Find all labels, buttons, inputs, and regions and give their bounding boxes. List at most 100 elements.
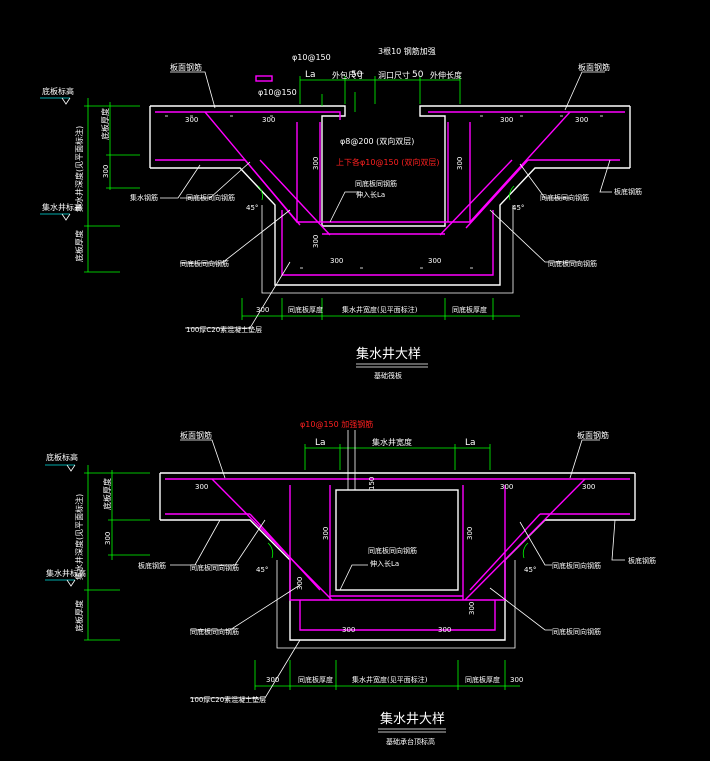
lower-300-a: 300	[195, 483, 208, 491]
lower-same-r2: 同底板同向钢筋	[552, 627, 601, 636]
lower-slab-bottom	[160, 519, 635, 641]
lower-vert-c: 底板厚度	[74, 600, 84, 632]
upper-leader-top-l	[170, 71, 216, 109]
upper-subtitle: 基础筏板	[374, 371, 402, 380]
lower-angle-arc-l	[267, 542, 274, 559]
upper-rebar-diag-r1	[469, 111, 571, 223]
upper-vert-b: 集水井深度(见平面标注)	[74, 126, 84, 212]
upper-leader-right-bot	[599, 159, 612, 193]
upper-label-bottom-l: 集水钢筋	[130, 193, 158, 202]
upper-top-bar-left: 板面钢筋	[170, 62, 202, 72]
upper-300-a: 300	[185, 116, 198, 124]
upper-rebar-diag-l2	[244, 159, 301, 226]
lower-pit-box	[335, 489, 459, 591]
upper-rebar-diag-r3	[439, 159, 513, 236]
upper-leader-top-r	[564, 71, 605, 111]
lower-leader-top-r	[569, 439, 600, 479]
upper-dim-b2: 同底板厚度	[288, 305, 323, 314]
lower-leader-top-l	[180, 439, 226, 479]
upper-300-d: 300	[575, 116, 588, 124]
upper-leader-anchor	[329, 191, 360, 223]
lower-vert-a: 底板厚度	[102, 478, 112, 510]
upper-elev-mark1	[61, 97, 71, 105]
upper-top-bar-right: 板面钢筋	[578, 62, 610, 72]
upper-cushion-label: 100厚C20素混凝土垫层	[186, 325, 262, 334]
lower-same-r: 同底板同向钢筋	[552, 561, 601, 570]
lower-300-v: 300	[104, 532, 112, 545]
upper-rebar-top	[155, 111, 341, 120]
lower-la-left: La	[315, 438, 326, 448]
lower-300-f: 300	[296, 577, 304, 590]
upper-leader-same-l	[180, 161, 251, 199]
upper-vert-c: 底板厚度	[74, 230, 84, 262]
lower-angle-l: 45°	[256, 566, 268, 574]
upper-cushion	[261, 205, 514, 294]
lower-la-right: La	[465, 438, 476, 448]
upper-dim-50a: 50	[351, 70, 363, 80]
upper-leader-base	[180, 209, 291, 264]
lower-leader-anchor	[339, 564, 368, 591]
lower-300-h: 300	[342, 626, 355, 634]
lower-angle-arc-r	[522, 542, 529, 559]
lower-300-e: 300	[466, 527, 474, 540]
lower-leader-cushion	[190, 639, 301, 699]
upper-leader-bot-r	[519, 163, 570, 199]
lower-same-l: 同底板同向钢筋	[190, 627, 239, 636]
lower-leader-bot-r	[519, 521, 552, 566]
upper-note-ext: 外伸长度	[430, 70, 462, 80]
upper-same-r: 同底板同向钢筋	[540, 193, 589, 202]
upper-pit-top-label: 3根10 钢筋加强	[378, 46, 436, 56]
lower-dim-b4: 同底板厚度	[465, 675, 500, 684]
lower-leader-bot-l	[170, 519, 221, 566]
lower-anchor-mid2: 伸入长La	[370, 559, 399, 568]
lower-elev-mark2	[66, 579, 76, 587]
upper-angle-l: 45°	[246, 204, 258, 212]
upper-300-b: 300	[262, 116, 275, 124]
lower-dim-b2: 同底板厚度	[298, 675, 333, 684]
upper-note-width: 外包尺寸	[332, 70, 364, 80]
upper-leader-bot-l	[160, 164, 201, 199]
upper-la-left: La	[305, 70, 316, 80]
upper-same-l: 同底板同向钢筋	[186, 193, 235, 202]
upper-same-r2: 同底板同向钢筋	[548, 259, 597, 268]
lower-300-d: 300	[322, 527, 330, 540]
upper-dim-b1: 300	[256, 306, 269, 314]
lower-dim-b3: 集水井宽度(见平面标注)	[352, 675, 428, 684]
lower-rebar-bottom-box	[299, 600, 496, 631]
lower-leader-same-l	[210, 519, 266, 566]
upper-title: 集水井大样	[356, 346, 421, 362]
upper-angle-r: 45°	[512, 204, 524, 212]
upper-leader-same-r	[489, 209, 582, 263]
upper-rebar-top2: φ10@150	[258, 88, 297, 97]
lower-diag-l1	[211, 478, 333, 601]
lower-pit-width-top: 集水井宽度	[372, 437, 412, 447]
upper-rebar-inner-box	[296, 122, 471, 223]
upper-dot-row	[165, 115, 603, 269]
lower-anchor-mid: 同底板同向钢筋	[368, 546, 417, 555]
upper-rebar-bottom-box	[281, 210, 494, 276]
lower-300-c: 300	[582, 483, 595, 491]
lower-elev-top: 底板标高	[46, 452, 78, 462]
upper-300-i: 300	[428, 257, 441, 265]
upper-rebar-mid: φ8@200 (双向双层)	[340, 136, 414, 146]
lower-title: 集水井大样	[380, 711, 445, 727]
lower-diag-l2	[249, 513, 321, 591]
lower-vert-b: 集水井深度(见平面标注)	[74, 494, 84, 580]
upper-rebar-top1: φ10@150	[292, 53, 331, 62]
lower-leader-same-r	[489, 587, 552, 631]
lower-bottom-l2: 同底板同向钢筋	[190, 563, 239, 572]
lower-cushion	[276, 560, 516, 649]
upper-300-h: 300	[330, 257, 343, 265]
lower-rebar-box	[289, 485, 506, 601]
upper-dim-b4: 同底板厚度	[452, 305, 487, 314]
lower-detail: φ10@150 加强钢筋 La 集水井宽度 La 150 板面钢筋 板面钢筋 底…	[45, 419, 656, 746]
upper-right-bottom: 板底钢筋	[614, 187, 642, 196]
lower-rebar-red: φ10@150 加强钢筋	[300, 419, 373, 429]
upper-slab-bottom-left	[150, 167, 630, 286]
lower-cushion-label: 100厚C20素混凝土垫层	[190, 695, 266, 704]
upper-elev-pit: 集水井标高	[42, 202, 82, 212]
upper-angle-arc-l	[257, 185, 263, 201]
lower-diag-r2	[469, 513, 541, 591]
lower-dim-b5: 300	[510, 676, 523, 684]
lower-elev-mark1	[66, 464, 76, 472]
